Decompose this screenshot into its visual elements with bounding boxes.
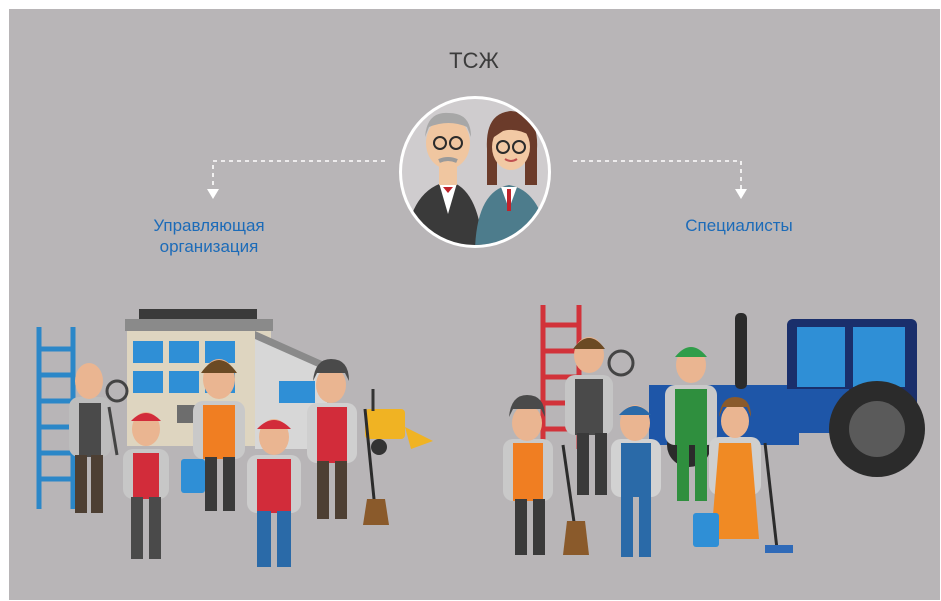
worker-chimney-sweep xyxy=(565,337,635,495)
worker-green-cap xyxy=(665,347,717,501)
worker-ushanka-right xyxy=(503,395,589,555)
mini-loader xyxy=(365,389,433,455)
tszh-board-portrait xyxy=(399,96,551,248)
specialists-label: Специалисты xyxy=(685,216,793,235)
left-ladder xyxy=(36,327,76,509)
arrow-left-icon xyxy=(207,189,219,199)
worker-blue-overalls xyxy=(611,405,661,557)
diagram-canvas: ТСЖ xyxy=(9,9,940,600)
management-company-label: Управляющая организация xyxy=(153,216,265,257)
arrow-right-icon xyxy=(735,189,747,199)
diagram-graphics xyxy=(36,96,925,567)
connector-left xyxy=(212,160,385,191)
worker-red-cap-1 xyxy=(123,412,205,559)
worker-ushanka-left xyxy=(307,359,389,525)
worker-woman-apron xyxy=(693,397,793,553)
diagram-title: ТСЖ xyxy=(449,48,499,73)
worker-orange-vest-1 xyxy=(193,359,245,511)
connector-right xyxy=(573,160,742,191)
worker-bald xyxy=(69,363,129,513)
worker-red-cap-2 xyxy=(247,419,301,567)
